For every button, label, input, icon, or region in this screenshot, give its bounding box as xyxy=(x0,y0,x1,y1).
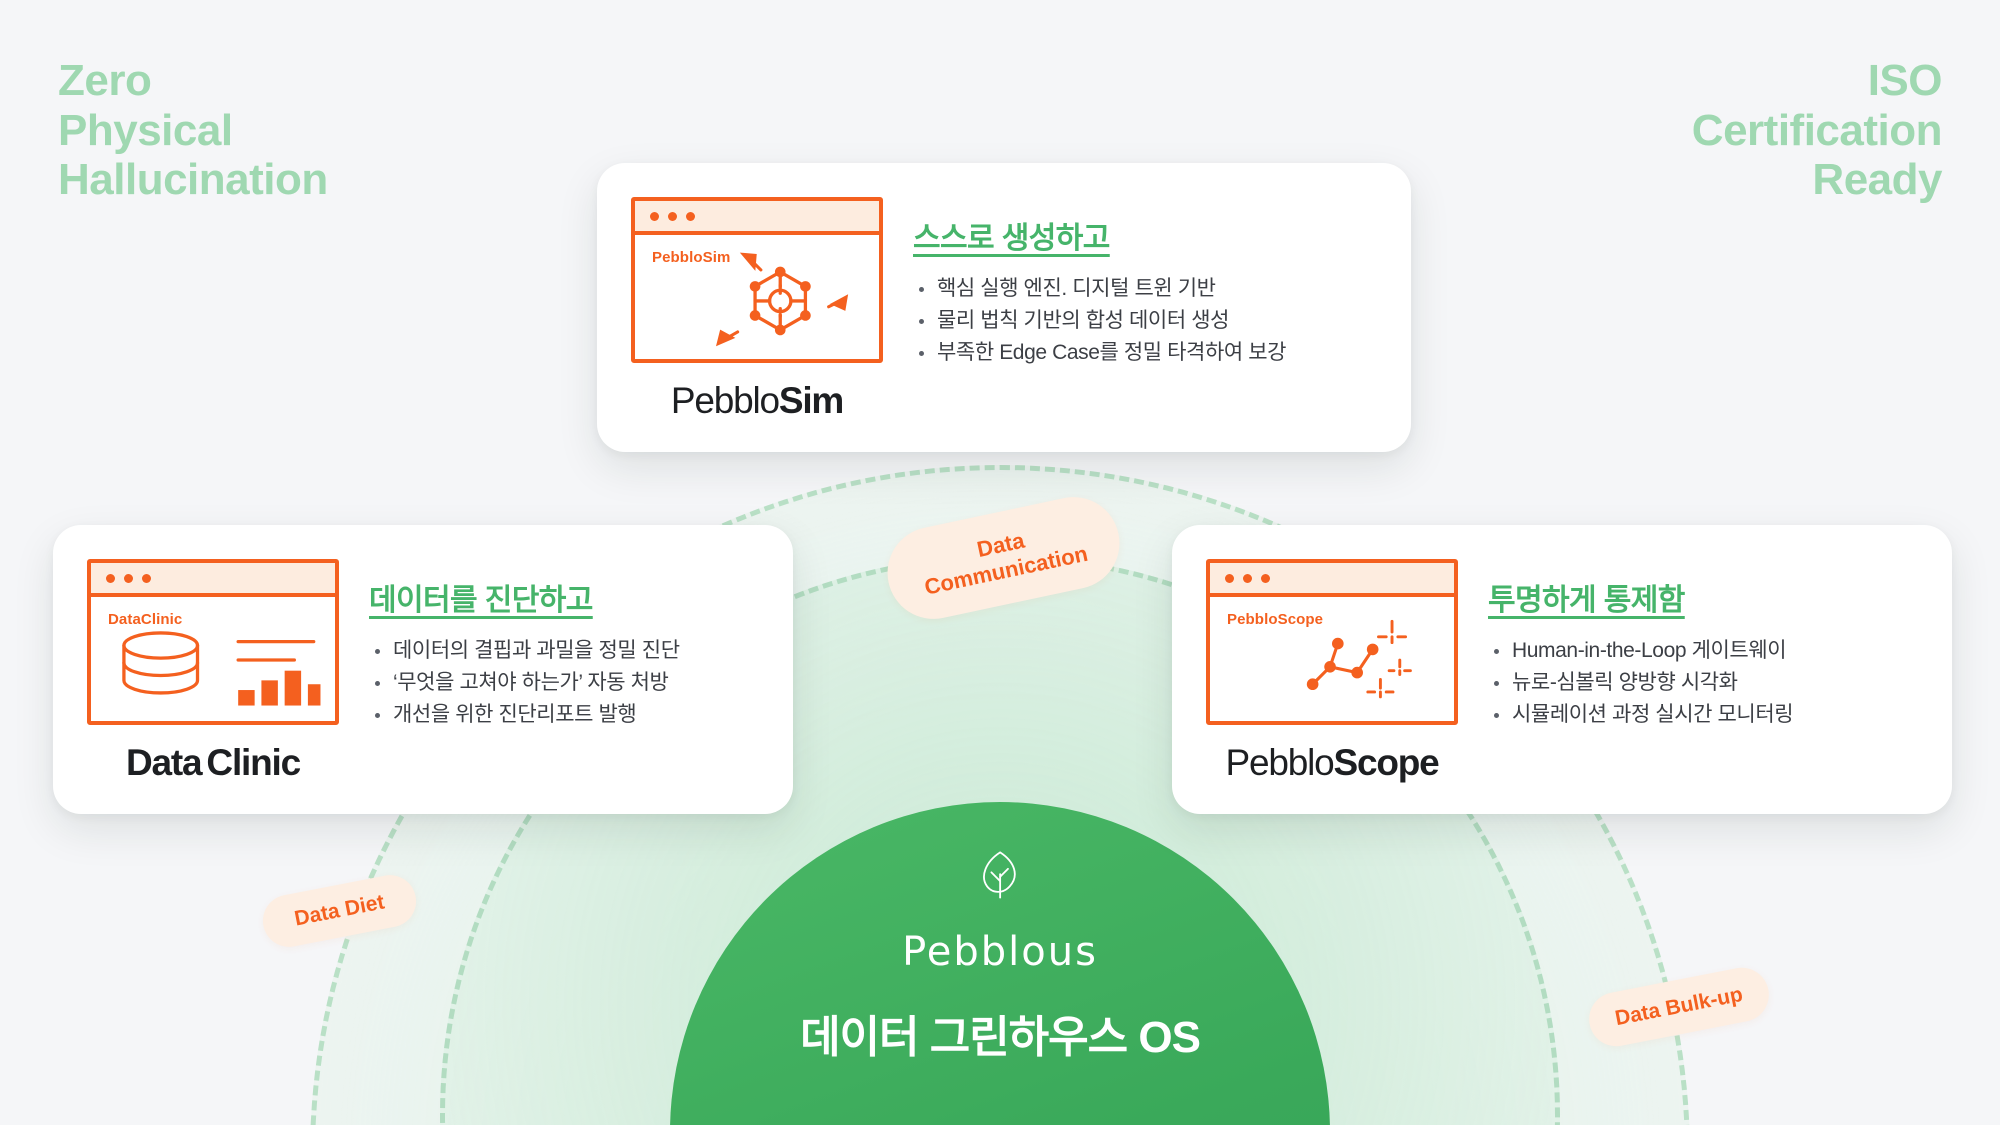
card-title-dataclinic: 데이터를 진단하고 xyxy=(369,584,593,617)
bullet-list-pebbloscope: Human-in-the-Loop 게이트웨이 뉴로-심볼릭 양방향 시각화 시… xyxy=(1488,635,1912,731)
logo-part-thin: Pebblo xyxy=(670,380,780,421)
mock-label-pebblosim: PebbloSim xyxy=(652,249,731,266)
hero-center-content: Pebblous 데이터 그린하우스 OS xyxy=(670,848,1330,1065)
mock-label-dataclinic: DataClinic xyxy=(108,611,183,628)
window-dot-icon xyxy=(650,211,659,221)
list-item: ‘무엇을 고쳐야 하는가’ 자동 처방 xyxy=(369,667,753,699)
bullet-list-dataclinic: 데이터의 결핍과 과밀을 정밀 진단 ‘무엇을 고쳐야 하는가’ 자동 처방 개… xyxy=(369,635,753,731)
pebbloscope-content: 투명하게 통제함 Human-in-the-Loop 게이트웨이 뉴로-심볼릭 … xyxy=(1488,559,1912,731)
browser-mock-titlebar xyxy=(635,201,879,235)
headline-iso-certification-ready: ISO Certification Ready xyxy=(1691,56,1943,205)
logo-part-bold: Data xyxy=(126,742,203,783)
card-pebblosim[interactable]: PebbloSim xyxy=(597,163,1411,452)
bullet-list-pebblosim: 핵심 실행 엔진. 디지털 트윈 기반 물리 법칙 기반의 합성 데이터 생성 … xyxy=(913,273,1371,369)
list-item: 물리 법칙 기반의 합성 데이터 생성 xyxy=(913,305,1371,337)
dataclinic-content: 데이터를 진단하고 데이터의 결핍과 과밀을 정밀 진단 ‘무엇을 고쳐야 하는… xyxy=(369,559,753,731)
card-title-pebblosim: 스스로 생성하고 xyxy=(913,222,1110,255)
window-dot-icon xyxy=(668,211,677,221)
window-dot-icon xyxy=(1243,573,1252,583)
list-item: Human-in-the-Loop 게이트웨이 xyxy=(1488,635,1912,667)
hexagon-target-icon xyxy=(716,252,849,347)
logo-part-bold: Sim xyxy=(778,380,844,421)
list-item: 부족한 Edge Case를 정밀 타격하여 보강 xyxy=(913,337,1371,369)
pill-label: Data Bulk-up xyxy=(1613,983,1745,1031)
pill-label: Data Communication xyxy=(922,527,1090,600)
list-item: 시뮬레이션 과정 실시간 모니터링 xyxy=(1488,699,1912,731)
window-dot-icon xyxy=(1225,573,1234,583)
browser-mock-pebblosim: PebbloSim xyxy=(631,197,883,363)
logo-part-thin: Pebblo xyxy=(1225,742,1334,783)
card-title-pebbloscope: 투명하게 통제함 xyxy=(1488,584,1685,617)
card-pebbloscope[interactable]: PebbloScope PebbloScope xyxy=(1172,525,1952,814)
logo-part-bold: Scope xyxy=(1333,742,1439,783)
hero-subtitle: 데이터 그린하우스 OS xyxy=(800,1013,1201,1062)
pebblosim-content: 스스로 생성하고 핵심 실행 엔진. 디지털 트윈 기반 물리 법칙 기반의 합… xyxy=(913,197,1371,369)
browser-mock-titlebar xyxy=(91,563,335,597)
logo-pebblosim: PebbloSim xyxy=(670,380,844,422)
logo-pebbloscope: PebbloScope xyxy=(1225,742,1439,784)
headline-zero-physical-hallucination: Zero Physical Hallucination xyxy=(58,56,328,205)
window-dot-icon xyxy=(124,573,133,583)
mock-label-pebbloscope: PebbloScope xyxy=(1227,611,1324,628)
window-dot-icon xyxy=(1261,573,1270,583)
pebbloscope-visual: PebbloScope PebbloScope xyxy=(1206,559,1458,784)
window-dot-icon xyxy=(106,573,115,583)
database-barchart-icon xyxy=(122,631,321,706)
list-item: 개선을 위한 진단리포트 발행 xyxy=(369,699,753,731)
browser-mock-titlebar xyxy=(1210,563,1454,597)
brand-wordmark-pebblous: Pebblous xyxy=(902,929,1098,975)
browser-mock-pebbloscope: PebbloScope xyxy=(1206,559,1458,725)
list-item: 뉴로-심볼릭 양방향 시각화 xyxy=(1488,667,1912,699)
pill-label: Data Diet xyxy=(292,890,387,931)
pebblosim-visual: PebbloSim xyxy=(631,197,883,422)
logo-part-bold-2: Clinic xyxy=(206,742,301,783)
leaf-icon xyxy=(983,851,1016,899)
list-item: 핵심 실행 엔진. 디지털 트윈 기반 xyxy=(913,273,1371,305)
window-dot-icon xyxy=(686,211,695,221)
constellation-icon xyxy=(1306,619,1412,699)
browser-mock-dataclinic: DataClinic xyxy=(87,559,339,725)
list-item: 데이터의 결핍과 과밀을 정밀 진단 xyxy=(369,635,753,667)
window-dot-icon xyxy=(142,573,151,583)
